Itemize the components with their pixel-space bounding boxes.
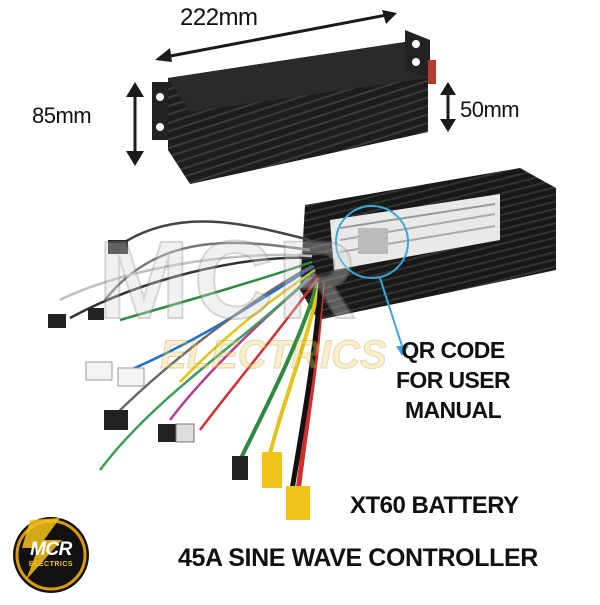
depth-dimension-arrow bbox=[440, 82, 456, 132]
connectors bbox=[48, 240, 310, 520]
depth-dimension-label: 50mm bbox=[460, 97, 520, 122]
wire-harness bbox=[59, 220, 325, 493]
height-dimension-arrow bbox=[126, 82, 144, 166]
logo-text: MCR bbox=[30, 539, 72, 560]
height-dimension-label: 85mm bbox=[32, 103, 92, 128]
logo-subtext: ELECTRICS bbox=[28, 561, 74, 568]
brand-logo bbox=[13, 517, 89, 593]
width-dimension-arrow bbox=[155, 10, 397, 62]
qr-callout-line1: QR CODE bbox=[401, 337, 505, 363]
controller-with-wiring bbox=[300, 168, 556, 356]
watermark-mcr: MCR bbox=[98, 219, 361, 342]
battery-connector-label: XT60 BATTERY bbox=[350, 492, 519, 519]
qr-callout-line3: MANUAL bbox=[404, 397, 502, 423]
qr-callout-line2: FOR USER bbox=[395, 367, 511, 393]
width-dimension-label: 222mm bbox=[180, 4, 258, 31]
controller-top-view bbox=[152, 30, 436, 184]
watermark-electrics: ELECTRICS bbox=[160, 333, 387, 377]
qr-code-callout: QR CODE FOR USER MANUAL bbox=[368, 335, 538, 425]
watermark: MCR ELECTRICS bbox=[97, 218, 388, 378]
product-title: 45A SINE WAVE CONTROLLER bbox=[178, 544, 538, 572]
